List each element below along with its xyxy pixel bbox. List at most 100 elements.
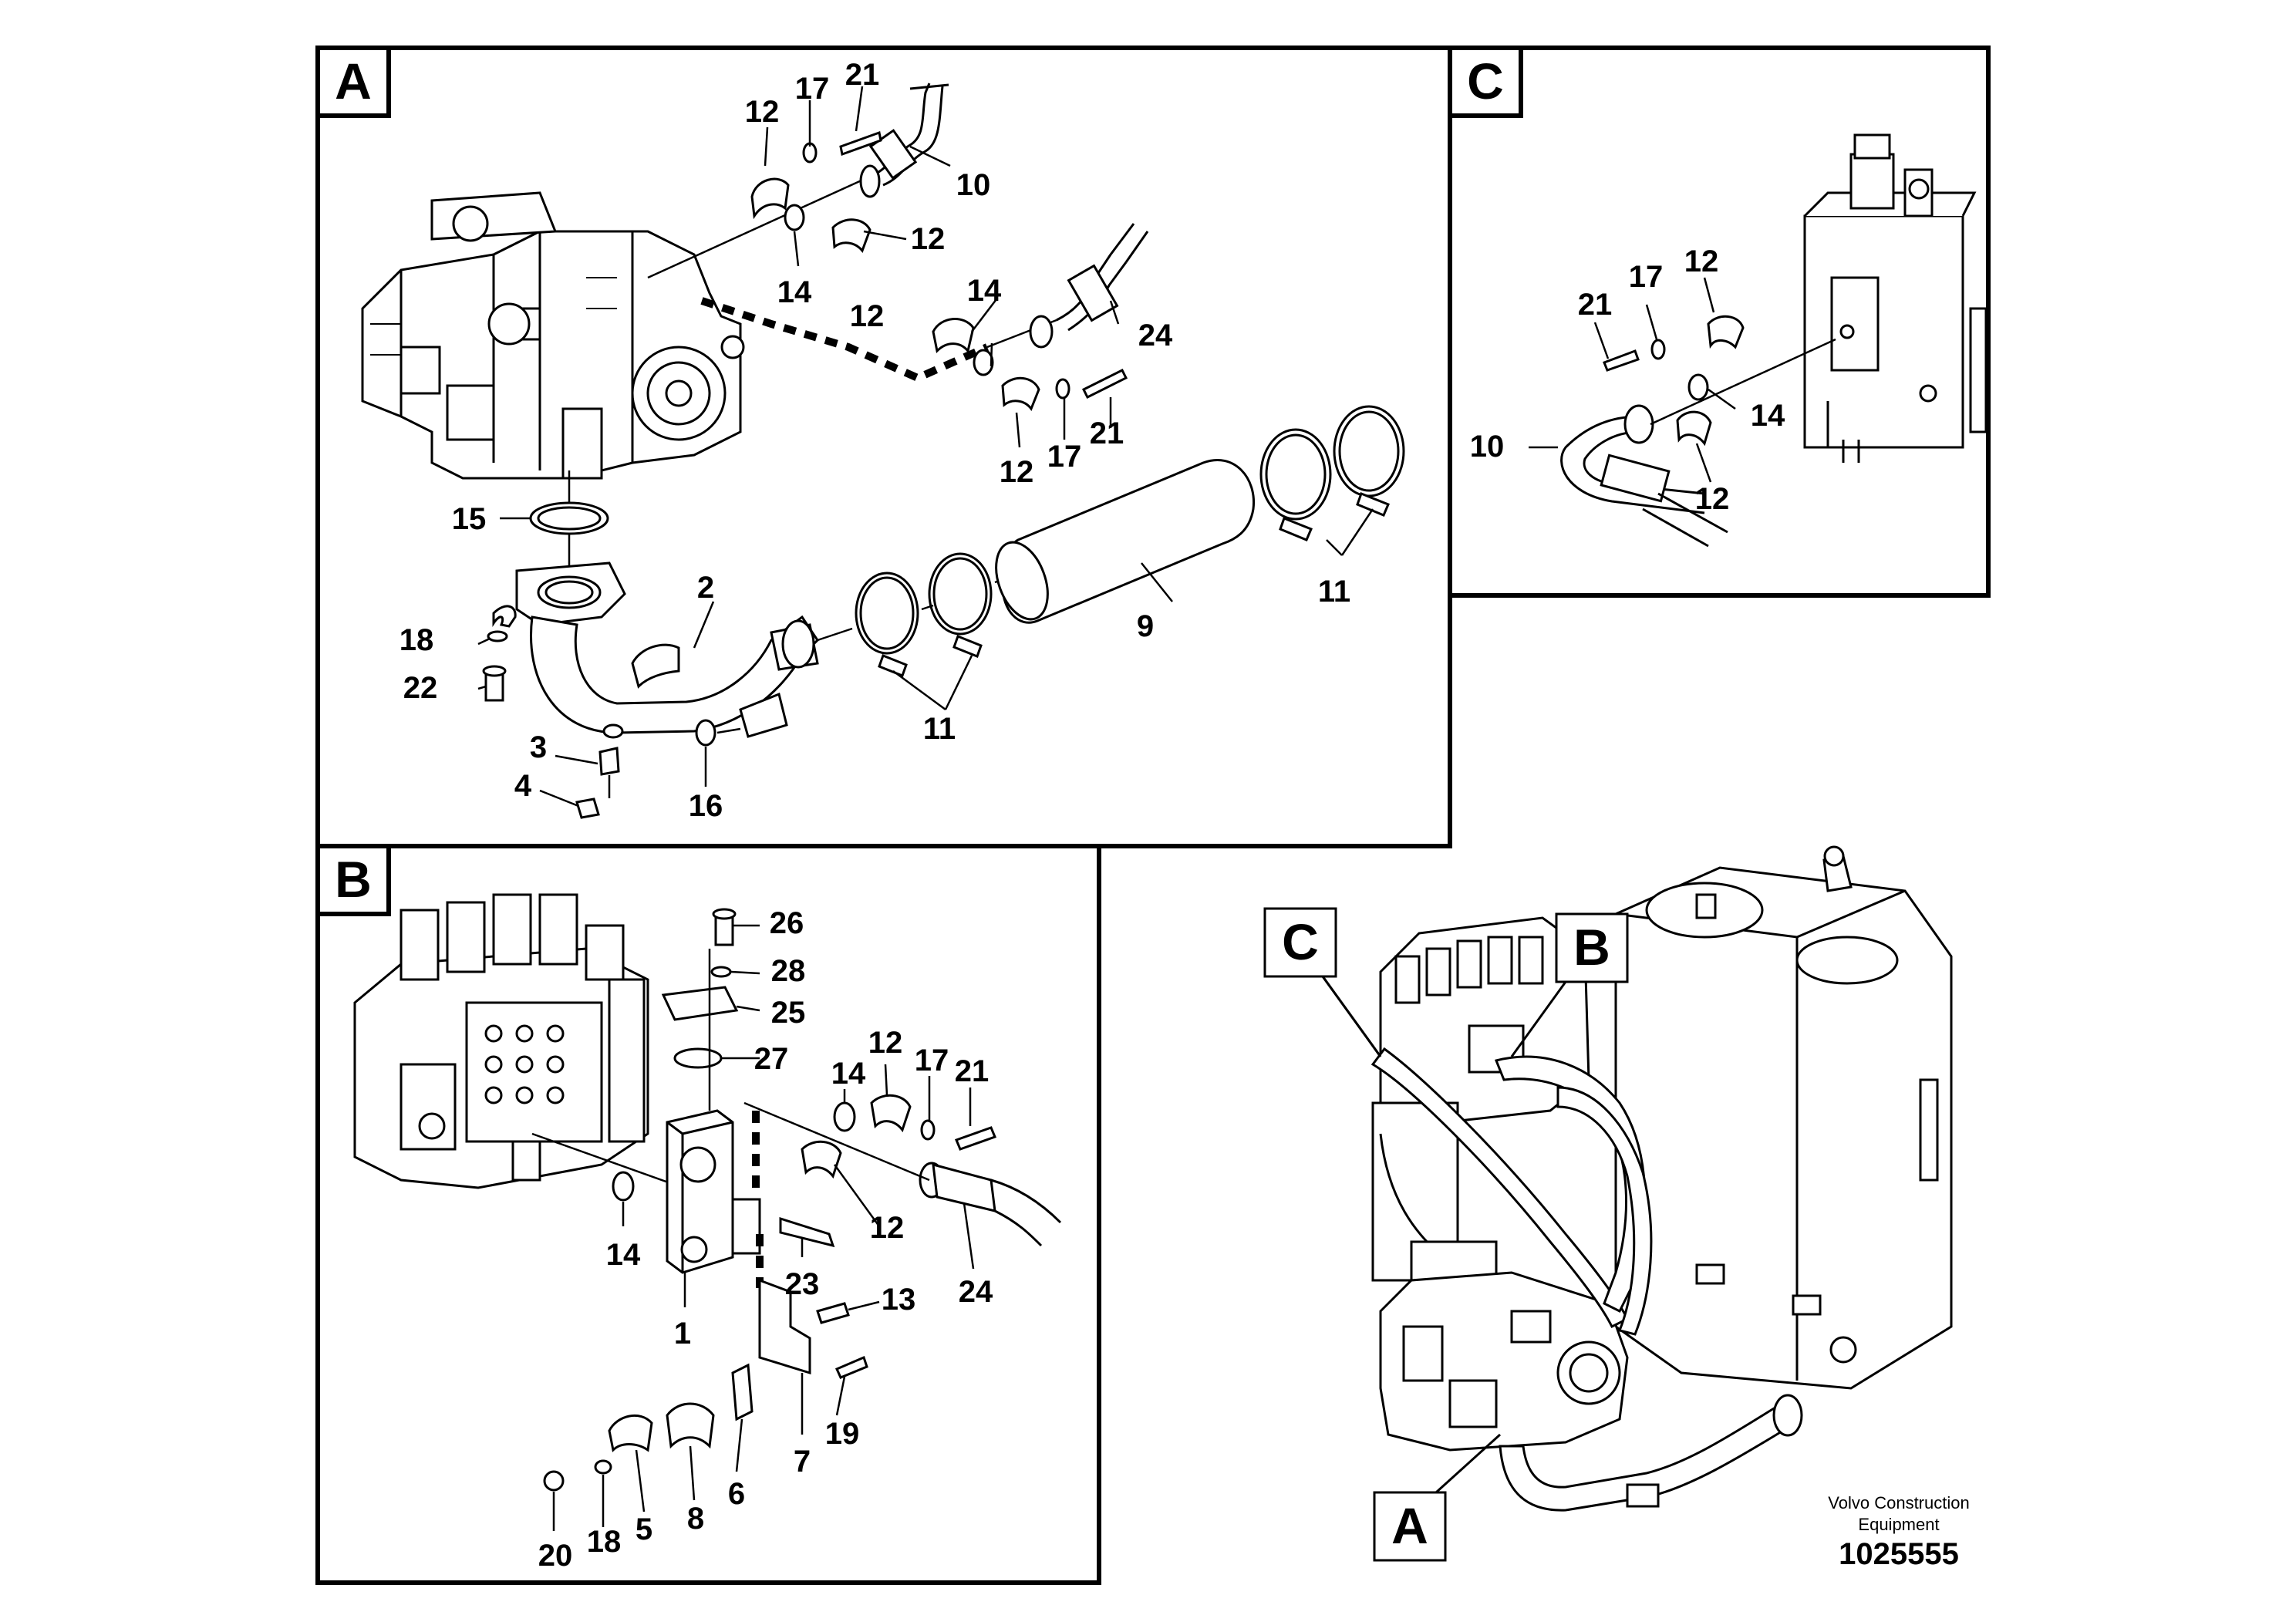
- panel-a: A: [315, 46, 1452, 848]
- hose-clamps-11-right: [1259, 405, 1405, 541]
- part-number-a-9: 9: [1137, 609, 1154, 643]
- leaders-panel-b: [552, 924, 975, 1531]
- panel-c-tag-box: [1448, 46, 1523, 118]
- bolt-13: [816, 1302, 850, 1324]
- overview-callout-b-box: [1555, 912, 1629, 983]
- part-number-a-11-right: 11: [1318, 575, 1350, 609]
- part-number-a-24: 24: [1138, 319, 1173, 352]
- o-ring-14-c: [1687, 373, 1709, 401]
- part-number-a-22: 22: [403, 671, 438, 705]
- overview-callout-a: A: [1391, 1497, 1428, 1554]
- flange-clamp-b-lower: [801, 1140, 842, 1179]
- o-ring-14-b-left: [612, 1171, 635, 1202]
- plate-25: [661, 986, 739, 1021]
- part-number-a-3: 3: [530, 730, 547, 764]
- control-valve-illustration: [353, 893, 649, 1189]
- part-number-b-18: 18: [587, 1525, 622, 1559]
- part-number-c-14: 14: [1751, 399, 1785, 433]
- part-number-c-21: 21: [1578, 288, 1613, 322]
- overview-hose-left: [1371, 1047, 1630, 1329]
- part-number-c-12-bottom: 12: [1695, 482, 1730, 516]
- flange-clamp-c-bottom: [1676, 410, 1712, 447]
- panel-c-frame: [1448, 46, 1991, 598]
- part-number-b-21: 21: [955, 1054, 990, 1088]
- panel-c-tag: C: [1467, 52, 1504, 110]
- part-number-b-20: 20: [538, 1539, 573, 1573]
- part-number-b-17: 17: [915, 1044, 949, 1077]
- machine-overview: C B A: [1263, 845, 1953, 1562]
- clamp-6: [731, 1363, 754, 1421]
- part-number-b-14-left: 14: [606, 1238, 641, 1272]
- o-ring-14-b-right: [833, 1101, 856, 1132]
- part-number-a-14-middle: 14: [967, 274, 1002, 308]
- overview-pump: [1379, 1271, 1629, 1452]
- part-number-a-14-upper: 14: [777, 275, 812, 309]
- washer-18-b: [594, 1459, 612, 1475]
- nut-20: [543, 1470, 565, 1492]
- leaders-panel-a: [477, 86, 1374, 808]
- maker-name-line2: Equipment: [1858, 1515, 1939, 1534]
- part-number-a-21-lower: 21: [1090, 416, 1124, 450]
- part-number-b-13: 13: [882, 1283, 916, 1317]
- part-number-b-14-right: 14: [831, 1057, 866, 1091]
- part-number-a-17-lower: 17: [1047, 440, 1082, 474]
- panel-a-tag-box: [315, 46, 391, 118]
- flange-clamp-a-top: [750, 130, 882, 253]
- part-number-a-17-top: 17: [795, 72, 830, 106]
- washer-28: [710, 966, 732, 978]
- panel-b-tag-box: [315, 844, 391, 916]
- part-number-b-6: 6: [728, 1477, 745, 1511]
- part-number-c-12-top: 12: [1684, 244, 1719, 278]
- clamp-5: [608, 1415, 653, 1453]
- hose-10-c: [1560, 338, 1836, 548]
- bracket-7: [758, 1278, 811, 1375]
- part-number-b-23: 23: [785, 1267, 820, 1301]
- bolt-19: [835, 1355, 868, 1379]
- bolt-21-b: [955, 1126, 996, 1151]
- part-number-a-12-upper-right: 12: [911, 222, 946, 256]
- part-number-a-21-top: 21: [845, 58, 880, 92]
- plug-4: [575, 798, 600, 819]
- part-number-a-15: 15: [452, 502, 487, 536]
- hose-10: [859, 83, 949, 198]
- washer-17-c: [1650, 339, 1666, 360]
- part-number-c-17: 17: [1629, 260, 1664, 294]
- part-number-a-4: 4: [514, 769, 532, 803]
- washer-17-b: [920, 1119, 936, 1141]
- part-number-b-8: 8: [687, 1502, 704, 1536]
- part-number-b-28: 28: [771, 954, 806, 988]
- part-number-b-25: 25: [771, 996, 806, 1030]
- part-number-b-19: 19: [825, 1417, 860, 1451]
- panel-c: C: [1448, 46, 1991, 598]
- valve-block-1: [666, 1109, 761, 1274]
- part-number-a-12-top: 12: [745, 95, 780, 129]
- hose-24: [932, 223, 1149, 412]
- part-number-b-26: 26: [770, 906, 804, 940]
- part-number-a-16: 16: [689, 789, 723, 823]
- panel-b-tag: B: [335, 851, 372, 908]
- hydraulic-tank-illustration: [1614, 845, 1953, 1390]
- plug-3: [598, 747, 620, 776]
- overview-callout-c: C: [1282, 913, 1319, 970]
- hose-24-b: [919, 1162, 1062, 1247]
- flange-clamp-c-top: [1707, 315, 1745, 349]
- part-number-b-27: 27: [754, 1042, 789, 1076]
- footer: Volvo Construction Equipment 1025555: [1828, 1493, 1969, 1571]
- overview-callout-b: B: [1573, 919, 1610, 976]
- part-number-b-12-bottom: 12: [870, 1211, 905, 1245]
- part-number-c-10: 10: [1470, 430, 1505, 464]
- document-id: 1025555: [1839, 1537, 1959, 1571]
- panel-b: B: [315, 844, 1101, 1585]
- panel-b-frame: [315, 844, 1101, 1585]
- hose-clamps-11-left: [855, 552, 993, 677]
- hydraulic-pump-illustration: [361, 191, 745, 480]
- flange-clamp-b-upper: [870, 1094, 912, 1133]
- pipe-2: [515, 561, 819, 739]
- part-number-a-18: 18: [400, 623, 434, 657]
- overview-callout-c-box: [1263, 907, 1337, 978]
- part-number-b-24: 24: [959, 1275, 993, 1309]
- panel-a-tag: A: [335, 52, 372, 110]
- washer-18-a: [487, 630, 508, 642]
- maker-name-line1: Volvo Construction: [1828, 1493, 1969, 1512]
- valve-block-c-illustration: [1803, 133, 1988, 463]
